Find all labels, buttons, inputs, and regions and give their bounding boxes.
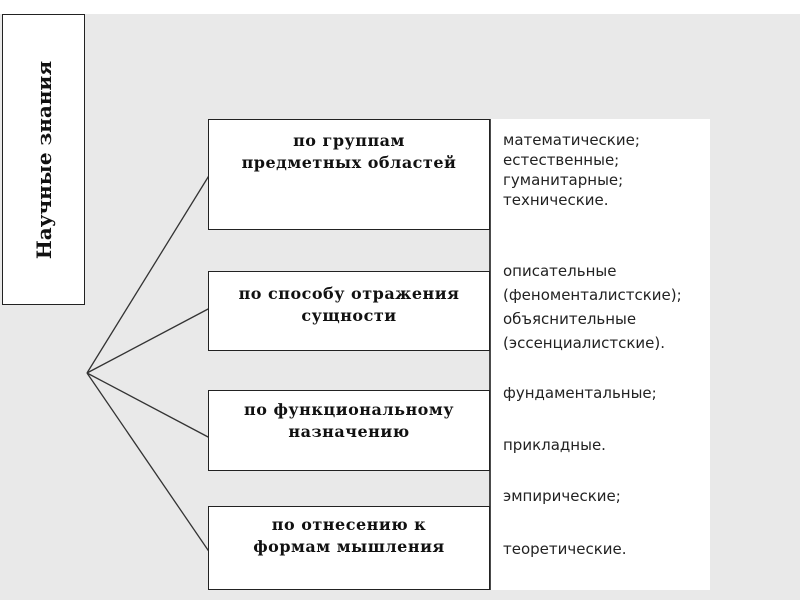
list-item: математические;: [503, 131, 640, 149]
item-list-thinking-forms: эмпирические; теоретические.: [503, 486, 627, 559]
item-list-functional-purpose: фундаментальные; прикладные.: [503, 383, 657, 455]
category-label: по группам предметных областей: [241, 131, 457, 172]
root-node-label: Научные знания: [31, 60, 56, 259]
category-node-functional-purpose: по функциональному назначению: [208, 390, 490, 471]
item-list-subject-groups: математические; естественные; гуманитарн…: [503, 130, 640, 210]
connector-line-2: [86, 307, 211, 374]
list-item: естественные;: [503, 151, 620, 169]
list-item: (эссенциалистские).: [503, 334, 665, 352]
category-label: по функциональному назначению: [244, 400, 454, 441]
item-list-reflection-method: описательные (феноменталистские); объясн…: [503, 259, 682, 355]
root-node: Научные знания: [2, 14, 85, 305]
connector-line-3: [86, 372, 211, 439]
items-panel: [490, 119, 710, 590]
list-item: эмпирические;: [503, 487, 621, 505]
list-item: гуманитарные;: [503, 171, 624, 189]
list-item: фундаментальные;: [503, 384, 657, 402]
category-node-reflection-method: по способу отражения сущности: [208, 271, 490, 351]
connector-line-1: [86, 173, 211, 374]
list-item: описательные: [503, 262, 617, 280]
list-item: (феноменталистские);: [503, 286, 682, 304]
category-label: по отнесению к формам мышления: [253, 515, 445, 556]
list-item: теоретические.: [503, 540, 627, 558]
list-item: прикладные.: [503, 436, 606, 454]
connector-line-4: [86, 372, 211, 554]
category-node-thinking-forms: по отнесению к формам мышления: [208, 506, 490, 590]
category-label: по способу отражения сущности: [238, 284, 460, 325]
category-node-subject-groups: по группам предметных областей: [208, 119, 490, 230]
list-item: объяснительные: [503, 310, 637, 328]
list-item: технические.: [503, 191, 609, 209]
